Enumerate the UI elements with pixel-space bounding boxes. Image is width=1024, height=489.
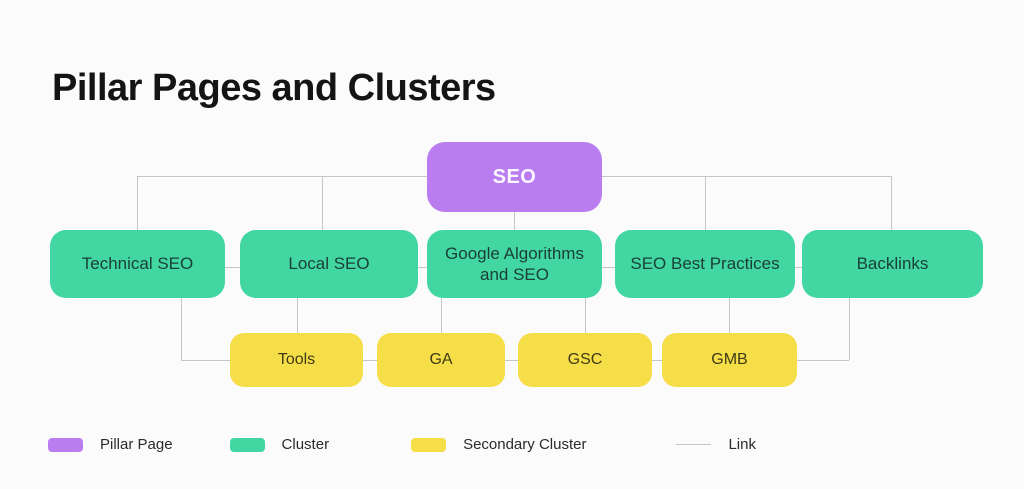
node-seo: SEO: [427, 142, 602, 212]
link-swatch: [676, 444, 712, 445]
legend-item-cluster: Cluster: [229, 436, 330, 453]
link-line: [441, 298, 442, 333]
link-line: [137, 176, 427, 177]
node-label: GA: [429, 351, 453, 368]
link-line: [795, 267, 802, 268]
link-line: [505, 360, 518, 361]
legend-label: Link: [728, 436, 756, 453]
link-line: [514, 212, 515, 230]
node-gsc: GSC: [518, 333, 652, 387]
link-line: [849, 298, 850, 360]
node-label: Backlinks: [856, 254, 929, 274]
node-tools: Tools: [230, 333, 363, 387]
node-label: Local SEO: [288, 254, 370, 274]
legend-label: Secondary Cluster: [463, 436, 587, 453]
node-backlinks: Backlinks: [802, 230, 983, 298]
link-line: [891, 176, 892, 230]
node-label: SEO Best Practices: [630, 254, 780, 274]
link-line: [585, 298, 586, 333]
node-label: Google Algorithms and SEO: [445, 243, 584, 284]
legend-label: Cluster: [281, 436, 330, 453]
link-line: [181, 298, 182, 360]
node-label: GSC: [567, 351, 603, 368]
link-line: [652, 360, 662, 361]
node-gmb: GMB: [662, 333, 797, 387]
node-ga: GA: [377, 333, 505, 387]
page-title: Pillar Pages and Clusters: [52, 67, 496, 110]
link-line: [297, 298, 298, 333]
link-line: [602, 176, 891, 177]
legend-item-link: Link: [676, 436, 756, 453]
node-google-algorithms-and-seo: Google Algorithms and SEO: [427, 230, 602, 298]
link-line: [797, 360, 849, 361]
secondary-cluster-swatch: [411, 437, 447, 452]
link-line: [322, 176, 323, 230]
legend-label: Pillar Page: [100, 436, 173, 453]
node-seo-best-practices: SEO Best Practices: [615, 230, 795, 298]
legend-item-secondary-cluster: Secondary Cluster: [411, 436, 586, 453]
node-local-seo: Local SEO: [240, 230, 418, 298]
legend: Pillar Page Cluster Secondary Cluster Li…: [48, 436, 1024, 453]
link-line: [363, 360, 377, 361]
link-line: [181, 360, 230, 361]
link-line: [729, 298, 730, 333]
pillar-page-swatch: [48, 437, 83, 452]
node-label: SEO: [492, 165, 537, 188]
link-line: [602, 267, 615, 268]
node-label: Tools: [277, 351, 316, 368]
node-label: Technical SEO: [81, 254, 194, 274]
link-line: [225, 267, 240, 268]
link-line: [418, 267, 427, 268]
cluster-swatch: [229, 437, 265, 452]
link-line: [137, 176, 138, 230]
node-label: GMB: [711, 351, 748, 368]
link-line: [705, 176, 706, 230]
legend-item-pillar-page: Pillar Page: [48, 436, 173, 453]
node-technical-seo: Technical SEO: [50, 230, 225, 298]
